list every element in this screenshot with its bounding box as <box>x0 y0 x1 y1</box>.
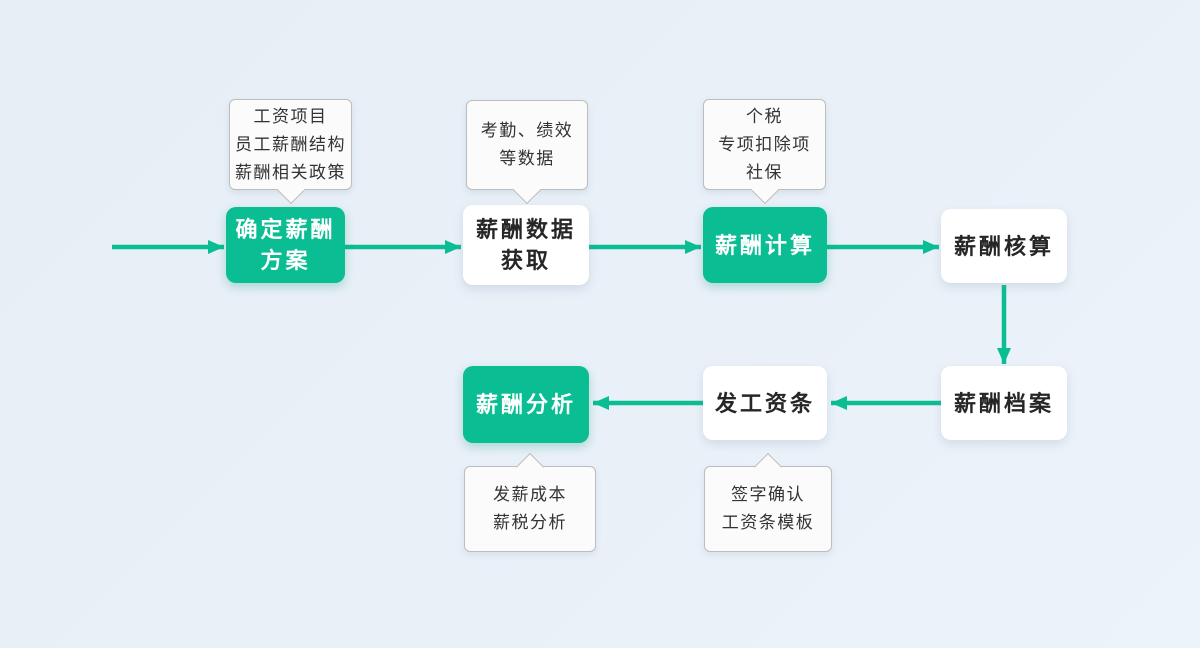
node-calc[interactable]: 薪酬计算 <box>703 207 827 283</box>
callout-calc-note-text: 个税 专项扣除项 社保 <box>718 106 811 182</box>
callout-tail-up-icon <box>515 452 545 481</box>
node-audit-label: 薪酬核算 <box>953 233 1054 259</box>
node-define-plan-label: 确定薪酬 方案 <box>235 217 336 273</box>
callout-plan-note[interactable]: 工资项目 员工薪酬结构 薪酬相关政策 <box>229 99 352 204</box>
callout-payslip-note-text: 签字确认 工资条模板 <box>721 485 815 532</box>
node-archive-label: 薪酬档案 <box>953 390 1054 416</box>
node-calc-label: 薪酬计算 <box>714 232 815 258</box>
node-payslip-label: 发工资条 <box>714 390 815 416</box>
callout-payslip-note[interactable]: 签字确认 工资条模板 <box>704 452 832 552</box>
callout-data-note-text: 考勤、绩效 等数据 <box>480 121 574 168</box>
callout-tail-up-icon <box>753 452 783 481</box>
callout-plan-note-text: 工资项目 员工薪酬结构 薪酬相关政策 <box>235 106 346 182</box>
callout-data-note[interactable]: 考勤、绩效 等数据 <box>466 100 588 204</box>
node-data-collect[interactable]: 薪酬数据 获取 <box>463 205 589 285</box>
node-data-collect-label: 薪酬数据 获取 <box>475 217 576 273</box>
callout-analysis-note[interactable]: 发薪成本 薪税分析 <box>464 452 596 552</box>
callout-calc-note[interactable]: 个税 专项扣除项 社保 <box>703 99 826 204</box>
node-audit[interactable]: 薪酬核算 <box>941 209 1067 283</box>
node-define-plan[interactable]: 确定薪酬 方案 <box>226 207 345 283</box>
callout-tail-down-icon <box>512 175 542 204</box>
node-payslip[interactable]: 发工资条 <box>703 366 827 440</box>
callout-analysis-note-text: 发薪成本 薪税分析 <box>493 485 567 532</box>
node-archive[interactable]: 薪酬档案 <box>941 366 1067 440</box>
node-analysis[interactable]: 薪酬分析 <box>463 366 589 443</box>
node-analysis-label: 薪酬分析 <box>475 392 576 417</box>
